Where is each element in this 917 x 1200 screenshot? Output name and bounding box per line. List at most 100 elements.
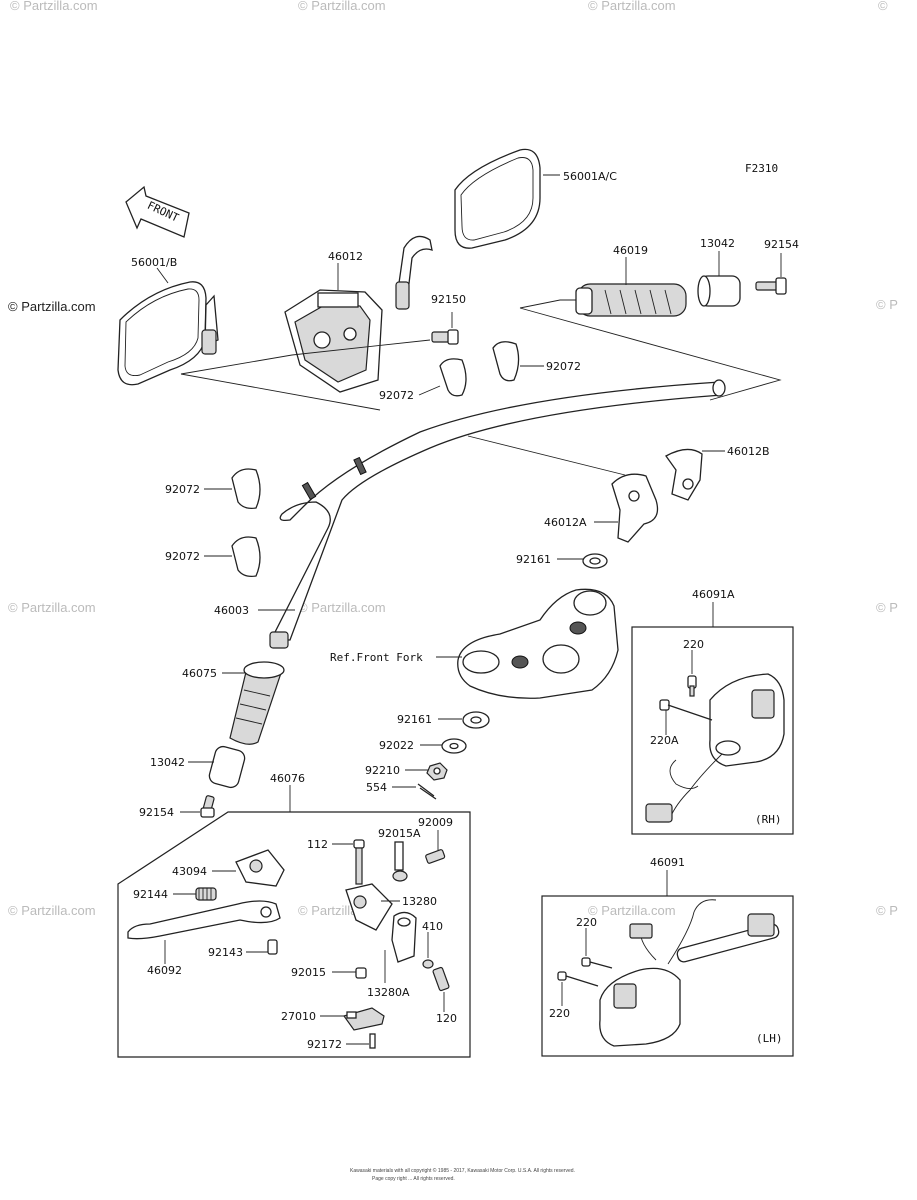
- spring-92144: [195, 887, 217, 901]
- label-13042-low: 13042: [150, 756, 185, 769]
- switch-lh-box: [541, 895, 794, 1057]
- label-46091A: 46091A: [692, 588, 735, 601]
- watermark-top-2: © Partzilla.com: [298, 0, 386, 13]
- label-46092: 46092: [147, 964, 182, 977]
- bolt-120: [432, 966, 450, 992]
- label-46091: 46091: [650, 856, 685, 869]
- weight-13042-low: [208, 745, 246, 789]
- holder-46012: [284, 289, 383, 393]
- grip-46019: [575, 283, 687, 317]
- label-46012A: 46012A: [544, 516, 587, 529]
- washer-92161-top: [582, 553, 608, 569]
- label-13280: 13280: [402, 895, 437, 908]
- rh-tag: (RH): [755, 813, 782, 826]
- label-46075: 46075: [182, 667, 217, 680]
- lever-46092: [127, 900, 281, 940]
- upper-triple-clamp: [457, 588, 619, 699]
- screw-220-rh: [687, 675, 697, 697]
- label-220-lh-b: 220: [549, 1007, 570, 1020]
- watermark-low-right-box: © Partzilla.com: [588, 903, 676, 918]
- label-13042-top: 13042: [700, 237, 735, 250]
- mirror-right: [395, 148, 541, 310]
- figure-code: F2310: [745, 162, 778, 175]
- watermark-low-left: © Partzilla.com: [8, 903, 96, 918]
- label-46012: 46012: [328, 250, 363, 263]
- label-220A: 220A: [650, 734, 679, 747]
- label-92210: 92210: [365, 764, 400, 777]
- switch-rh: [645, 673, 785, 823]
- bolt-92009: [425, 849, 446, 864]
- screw-92172: [369, 1033, 376, 1049]
- label-92022: 92022: [379, 739, 414, 752]
- watermark-mid-left: © Partzilla.com: [8, 600, 96, 615]
- label-92072-b: 92072: [546, 360, 581, 373]
- handlebar-46003: [269, 379, 726, 649]
- screw-220-lh-b: [557, 971, 599, 987]
- label-92172: 92172: [307, 1038, 342, 1051]
- label-220-rh: 220: [683, 638, 704, 651]
- watermark-mid-right: © P: [876, 600, 898, 615]
- label-46003: 46003: [214, 604, 249, 617]
- switch-27010: [343, 1007, 385, 1031]
- label-92072-a: 92072: [379, 389, 414, 402]
- screw-92154-top: [755, 277, 787, 295]
- front-arrow-icon: FRONT: [125, 185, 190, 238]
- watermark-right-upper: © P: [876, 297, 898, 312]
- watermark-low-right: © P: [876, 903, 898, 918]
- label-410: 410: [422, 920, 443, 933]
- holder-13280A: [391, 911, 417, 963]
- collar-92143: [267, 939, 278, 955]
- label-56001-B: 56001/B: [131, 256, 177, 269]
- washer-92161-low: [462, 711, 490, 729]
- weight-13042-top: [697, 275, 741, 307]
- switch-rh-box: [631, 626, 794, 835]
- bolt-112: [353, 839, 365, 885]
- switch-lh: [599, 899, 780, 1047]
- label-46019: 46019: [613, 244, 648, 257]
- watermark-top-4: ©: [878, 0, 888, 13]
- watermark-mid-center: © Partzilla.com: [298, 600, 386, 615]
- washer-410: [422, 959, 434, 969]
- clamp-92072-a: [439, 358, 467, 397]
- screw-220-lh-a: [581, 957, 613, 969]
- washer-92022: [441, 738, 467, 754]
- footer-line-2: Page copy right ... All rights reserved.: [372, 1176, 455, 1182]
- mirror-left: [117, 281, 219, 386]
- holder-46012A: [611, 473, 659, 543]
- label-92072-c: 92072: [165, 483, 200, 496]
- label-46012B: 46012B: [727, 445, 770, 458]
- label-13280A: 13280A: [367, 986, 410, 999]
- label-92161-low: 92161: [397, 713, 432, 726]
- bolt-92015: [355, 967, 367, 979]
- clamp-92072-d: [231, 536, 261, 578]
- label-92154-low: 92154: [139, 806, 174, 819]
- label-56001A-C: 56001A/C: [563, 170, 617, 183]
- bolt-92015A: [392, 841, 408, 882]
- label-92150: 92150: [431, 293, 466, 306]
- label-27010: 27010: [281, 1010, 316, 1023]
- clamp-92072-c: [231, 468, 261, 510]
- label-92154-top: 92154: [764, 238, 799, 251]
- holder-13280: [345, 883, 393, 931]
- label-120: 120: [436, 1012, 457, 1025]
- label-220-lh-a: 220: [576, 916, 597, 929]
- label-front-fork-ref: Ref.Front Fork: [330, 651, 423, 664]
- watermark-top-3: © Partzilla.com: [588, 0, 676, 13]
- label-112: 112: [307, 838, 328, 851]
- bracket-43094: [235, 849, 285, 887]
- label-92015A: 92015A: [378, 827, 421, 840]
- screw-92154-low: [200, 795, 215, 818]
- label-92144: 92144: [133, 888, 168, 901]
- screw-220A: [659, 699, 713, 721]
- watermark-left: © Partzilla.com: [8, 299, 96, 314]
- footer-line-1: Kawasaki materials with all copyright © …: [350, 1167, 575, 1174]
- label-92015: 92015: [291, 966, 326, 979]
- label-92143: 92143: [208, 946, 243, 959]
- label-46076: 46076: [270, 772, 305, 785]
- lever-assembly-box: [117, 811, 471, 1058]
- holder-46012B: [665, 448, 703, 501]
- label-43094: 43094: [172, 865, 207, 878]
- label-92161-top: 92161: [516, 553, 551, 566]
- nut-92210: [426, 762, 448, 781]
